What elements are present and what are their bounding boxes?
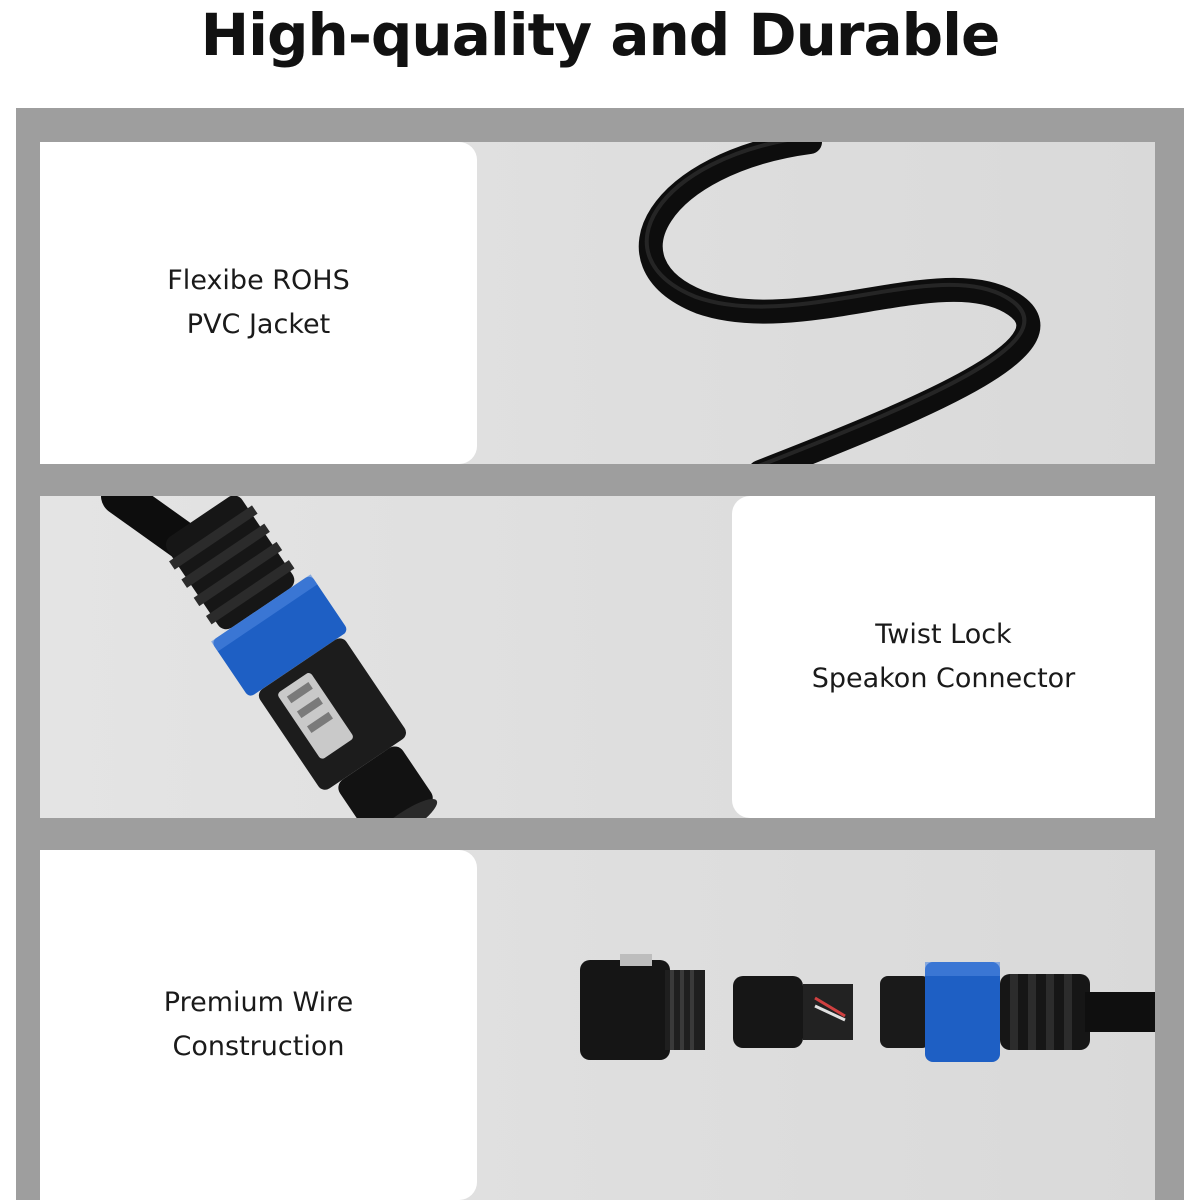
feature-panel-wire: Premium Wire Construction — [40, 850, 1155, 1200]
feature-label-wire: Premium Wire Construction — [164, 981, 353, 1069]
page-title: High-quality and Durable — [200, 1, 1001, 69]
feature-label-jacket: Flexibe ROHS PVC Jacket — [167, 259, 349, 347]
feature-card-wire: Premium Wire Construction — [40, 850, 477, 1200]
exploded-connector-image — [580, 954, 1155, 1062]
feature-label-line-2: Construction — [172, 1031, 345, 1062]
feature-panel-jacket: Flexibe ROHS PVC Jacket — [40, 142, 1155, 464]
feature-label-connector: Twist Lock Speakon Connector — [812, 613, 1076, 701]
feature-label-line-2: Speakon Connector — [811, 663, 1076, 694]
feature-label-line-2: PVC Jacket — [186, 309, 331, 340]
speakon-connector-image — [101, 496, 438, 818]
feature-label-line-1: Flexibe ROHS — [167, 265, 350, 296]
coiled-cable-image — [638, 142, 1041, 464]
feature-panel-connector: Twist Lock Speakon Connector — [40, 496, 1155, 818]
feature-label-line-1: Premium Wire — [163, 987, 354, 1018]
feature-card-connector: Twist Lock Speakon Connector — [732, 496, 1155, 818]
feature-card-jacket: Flexibe ROHS PVC Jacket — [40, 142, 477, 464]
feature-label-line-1: Twist Lock — [875, 619, 1012, 650]
